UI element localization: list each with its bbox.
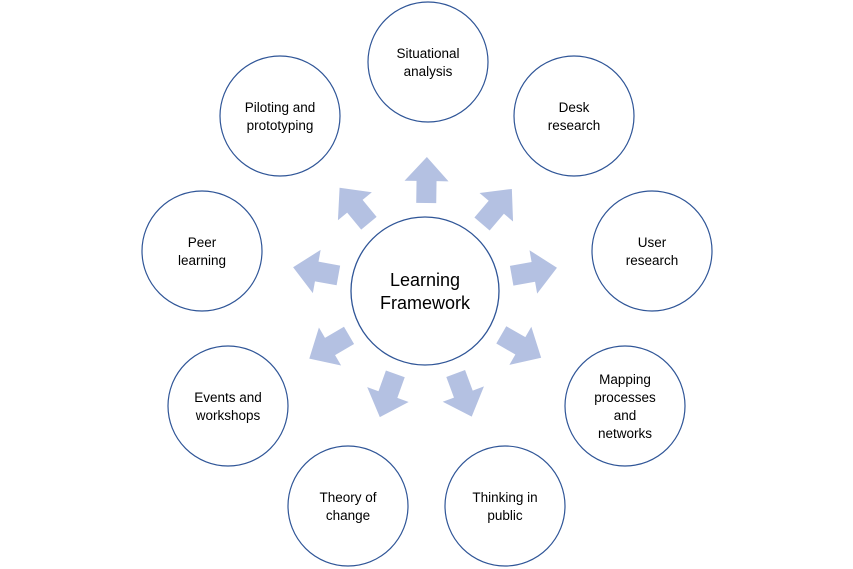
- arrow-to-desk-research: [474, 188, 514, 231]
- node-label-line: Piloting and: [245, 100, 316, 115]
- node-label-line: Desk: [559, 100, 590, 115]
- node-circle: [167, 345, 289, 467]
- node-label-line: Peer: [188, 235, 217, 250]
- node-label-line: workshops: [195, 408, 261, 423]
- node-circle: [513, 55, 635, 177]
- node-circle: [287, 445, 409, 567]
- node-desk-research: Desk research: [513, 55, 635, 177]
- node-label-line: change: [326, 508, 370, 523]
- node-mapping-processes-networks: Mapping processes and networks: [564, 345, 686, 467]
- node-circle: [141, 190, 263, 312]
- node-label-line: analysis: [404, 64, 453, 79]
- node-circle: [367, 1, 489, 123]
- node-peer-learning: Peer learning: [141, 190, 263, 312]
- node-circle: [564, 345, 686, 467]
- node-label-line: research: [626, 253, 679, 268]
- node-label-line: Mapping: [599, 372, 651, 387]
- arrow-to-piloting-prototyping: [337, 187, 377, 230]
- node-label-line: Thinking in: [472, 490, 537, 505]
- node-label-line: processes: [594, 390, 656, 405]
- arrow-to-user-research: [509, 250, 557, 294]
- arrow-to-situational-analysis: [404, 157, 449, 204]
- node-user-research: User research: [591, 190, 713, 312]
- node-circle: [444, 445, 566, 567]
- node-label-line: networks: [598, 426, 652, 441]
- node-label-line: User: [638, 235, 667, 250]
- center-label-line-1: Learning: [390, 270, 460, 290]
- center-label-line-2: Framework: [380, 293, 471, 313]
- node-piloting-prototyping: Piloting and prototyping: [219, 55, 341, 177]
- node-label-line: Situational: [396, 46, 459, 61]
- arrow-to-events-workshops: [309, 326, 355, 366]
- node-label-line: learning: [178, 253, 226, 268]
- nodes-layer: SituationalanalysisDeskresearchUserresea…: [141, 1, 713, 567]
- node-label-line: prototyping: [247, 118, 314, 133]
- node-circle: [591, 190, 713, 312]
- node-label-line: research: [548, 118, 601, 133]
- arrow-to-thinking-in-public: [442, 369, 484, 417]
- node-theory-of-change: Theory of change: [287, 445, 409, 567]
- arrows-layer: [293, 157, 557, 418]
- node-thinking-in-public: Thinking in public: [444, 445, 566, 567]
- node-situational-analysis: Situational analysis: [367, 1, 489, 123]
- center-circle: [350, 216, 500, 366]
- node-circle: [219, 55, 341, 177]
- node-label-line: public: [487, 508, 523, 523]
- center-node: Learning Framework: [350, 216, 500, 366]
- node-events-workshops: Events and workshops: [167, 345, 289, 467]
- arrow-to-mapping-processes-networks: [496, 326, 542, 365]
- node-label-line: and: [614, 408, 637, 423]
- arrow-to-theory-of-change: [367, 370, 409, 418]
- node-label-line: Theory of: [319, 490, 376, 505]
- arrow-to-peer-learning: [293, 249, 341, 294]
- node-label-line: Events and: [194, 390, 262, 405]
